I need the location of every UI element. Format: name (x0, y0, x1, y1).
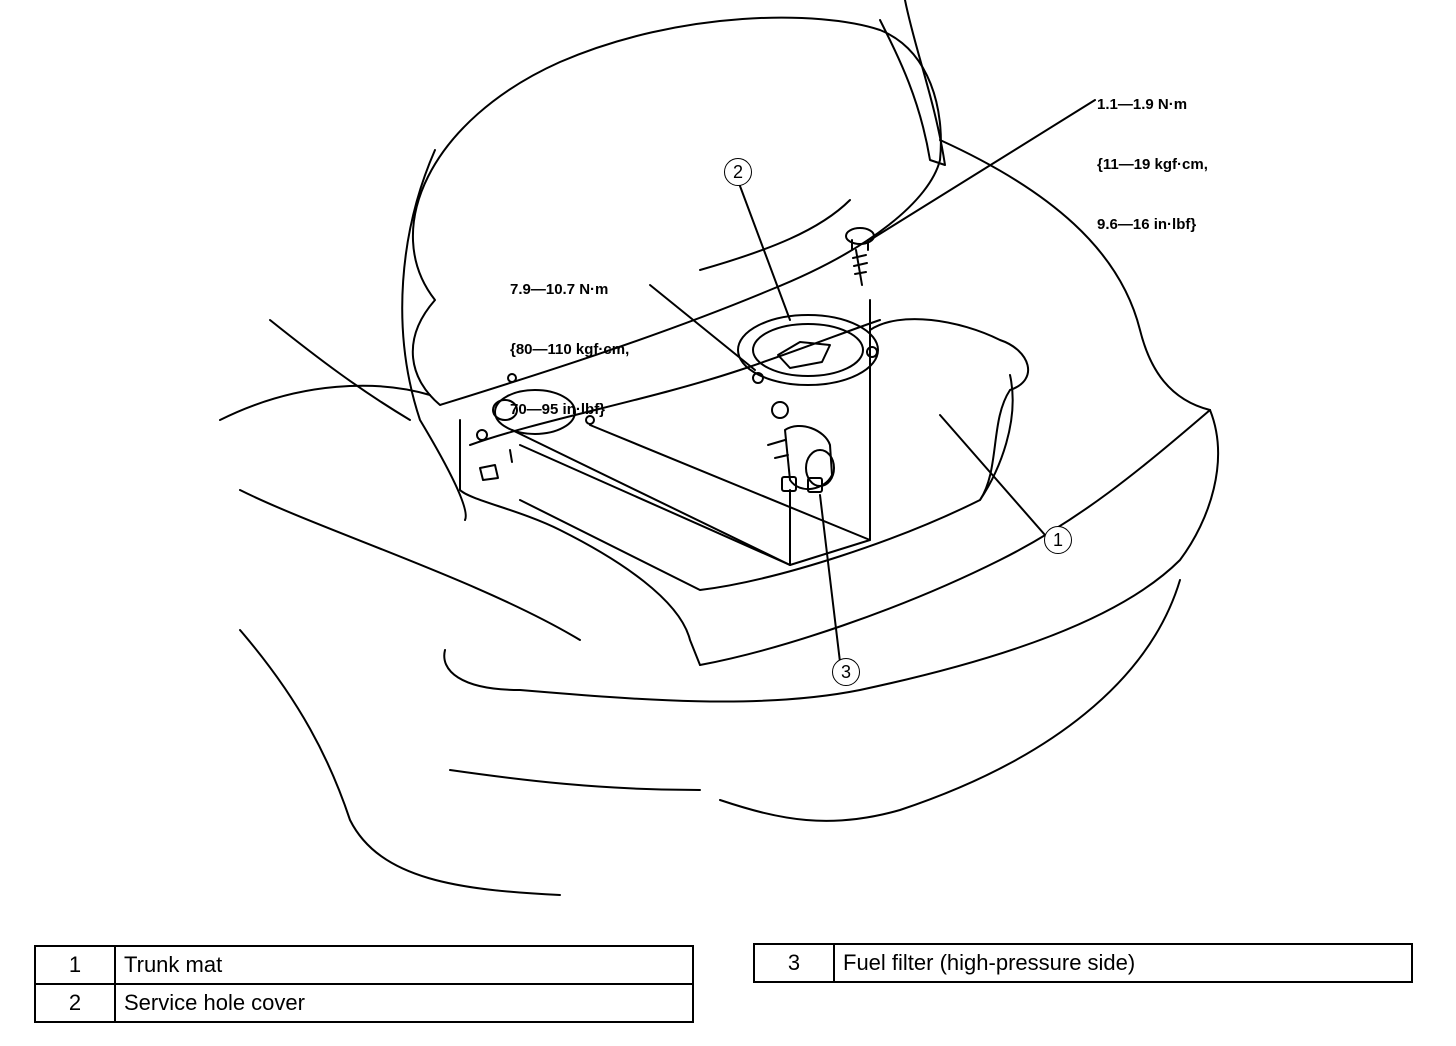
torque-line: 9.6—16 in·lbf} (1097, 216, 1197, 233)
callout-2: 2 (724, 158, 752, 186)
callout-1: 1 (1044, 526, 1072, 554)
trunk-floor-back (469, 319, 881, 446)
legend-label: Service hole cover (114, 983, 694, 1023)
leader-torque1 (649, 284, 756, 371)
torque-line: 7.9—10.7 N·m (510, 281, 609, 298)
legend-label: Fuel filter (high-pressure side) (833, 943, 1413, 983)
fuel-filter-drawing (767, 425, 835, 493)
torque-line: {11—19 kgf·cm, (1097, 156, 1208, 173)
legend-row: 3 Fuel filter (high-pressure side) (753, 943, 1413, 983)
torque-line: {80—110 kgf·cm, (510, 341, 630, 358)
leader-torque2 (869, 99, 1096, 241)
legend-table-right: 3 Fuel filter (high-pressure side) (753, 943, 1413, 983)
torque-spec-service-hole: 7.9—10.7 N·m {80—110 kgf·cm, 70—95 in·lb… (510, 240, 629, 440)
body-left-2 (219, 384, 431, 421)
trunk-mat (869, 318, 1030, 501)
legend-number: 3 (753, 943, 835, 983)
legend-label: Trunk mat (114, 945, 694, 985)
callout-3: 3 (832, 658, 860, 686)
rear-fender-2 (239, 489, 581, 641)
leader-2 (739, 185, 791, 321)
bumper-edge (449, 769, 701, 791)
fuel-pump-hole (494, 389, 576, 435)
legend-row: 2 Service hole cover (34, 983, 694, 1023)
leader-1 (939, 414, 1046, 536)
bumper (443, 409, 1219, 703)
service-hole-cover (737, 314, 879, 386)
trunk-opening-left (459, 419, 701, 666)
lid-strut (879, 0, 946, 166)
legend-number: 1 (34, 945, 116, 985)
torque-line: 70—95 in·lbf} (510, 401, 606, 418)
mat-fastener-drawing (845, 227, 875, 286)
trunk-sill (699, 409, 1211, 666)
legend-number: 2 (34, 983, 116, 1023)
body-left (401, 149, 467, 521)
torque-line: 1.1—1.9 N·m (1097, 96, 1188, 113)
legend-row: 1 Trunk mat (34, 945, 694, 985)
trunk-lid (411, 16, 942, 406)
leader-3 (819, 494, 841, 663)
body-left-3 (269, 319, 411, 421)
bumper-lower (719, 579, 1181, 822)
legend-table-left: 1 Trunk mat 2 Service hole cover (34, 945, 694, 1023)
trunk-lid-inner (699, 199, 851, 271)
torque-spec-mat-fastener: 1.1—1.9 N·m {11—19 kgf·cm, 9.6—16 in·lbf… (1097, 55, 1208, 255)
trunk-opening-right (939, 139, 1211, 411)
trunk-floor-front (519, 374, 1014, 591)
rear-fender (239, 629, 561, 896)
trunk-diagram (219, 0, 1219, 896)
